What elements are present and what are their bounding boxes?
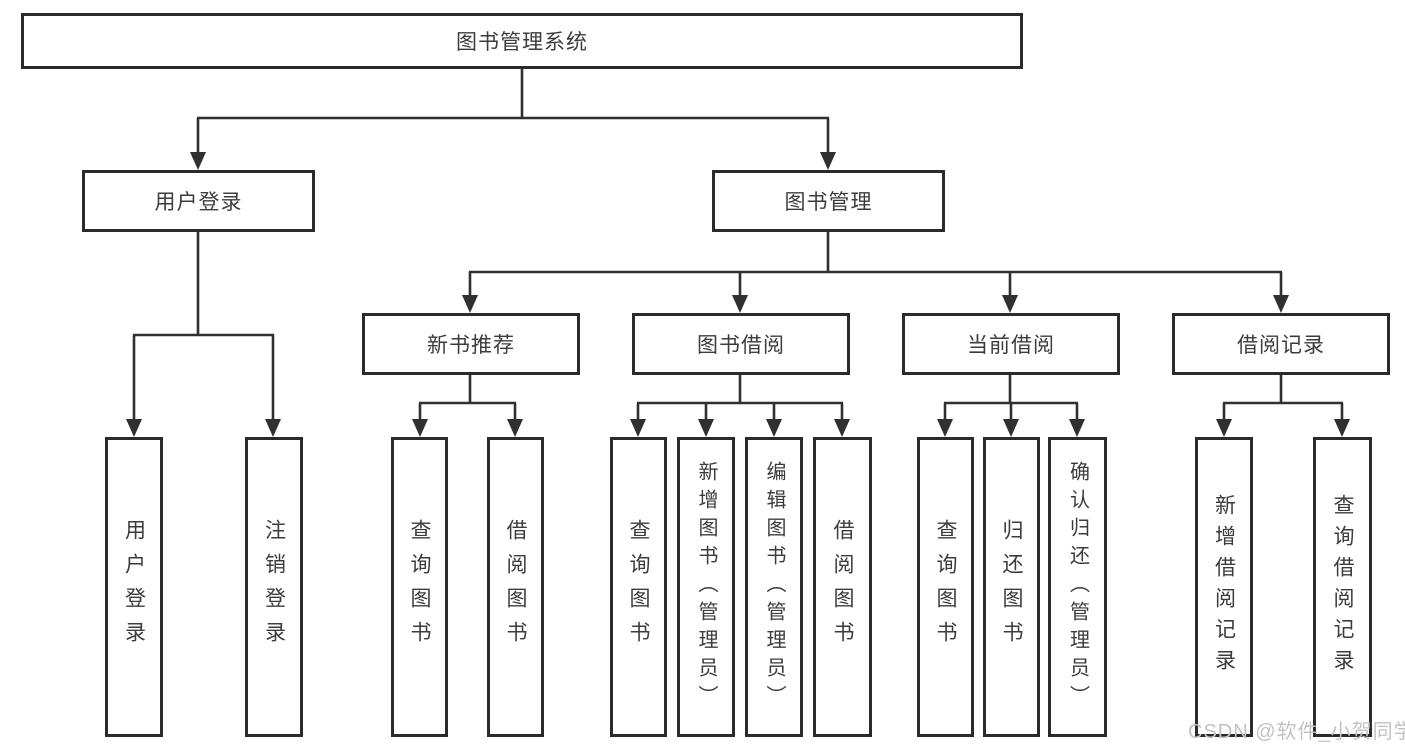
node-leaf-query-borrow-record: 查询借阅记录 <box>1313 437 1372 737</box>
leaf-label: 新增图书（管理员） <box>695 461 717 713</box>
node-leaf-confirm-return-admin: 确认归还（管理员） <box>1048 437 1107 737</box>
node-current-borrow: 当前借阅 <box>902 313 1120 375</box>
node-leaf-edit-books-admin: 编辑图书（管理员） <box>745 437 803 737</box>
leaf-label: 查询图书 <box>408 519 431 655</box>
leaf-label: 借阅图书 <box>504 519 527 655</box>
node-user-login: 用户登录 <box>82 170 315 232</box>
node-leaf-query-books-current: 查询图书 <box>917 437 974 737</box>
csdn-watermark: CSDN @软件_小贺同学 <box>1188 721 1405 743</box>
node-book-management: 图书管理 <box>712 170 945 232</box>
leaf-label: 借阅图书 <box>831 519 854 655</box>
node-root-library-management-system: 图书管理系统 <box>21 13 1023 69</box>
leaf-label: 归还图书 <box>1000 519 1023 655</box>
node-leaf-return-books: 归还图书 <box>983 437 1040 737</box>
leaf-label: 查询图书 <box>627 519 650 655</box>
node-leaf-query-books-borrow: 查询图书 <box>610 437 667 737</box>
leaf-label: 用户登录 <box>122 519 146 655</box>
node-leaf-borrow-books-recommend: 借阅图书 <box>487 437 544 737</box>
leaf-label: 查询图书 <box>934 519 957 655</box>
leaf-label: 新增借阅记录 <box>1212 494 1236 680</box>
node-leaf-logout: 注销登录 <box>245 437 303 737</box>
node-borrow-records: 借阅记录 <box>1172 313 1390 375</box>
node-leaf-add-books-admin: 新增图书（管理员） <box>677 437 735 737</box>
leaf-label: 确认归还（管理员） <box>1066 461 1089 713</box>
node-leaf-query-books-recommend: 查询图书 <box>391 437 448 737</box>
node-new-book-recommend: 新书推荐 <box>362 313 580 375</box>
leaf-label: 注销登录 <box>262 519 286 655</box>
node-leaf-user-login: 用户登录 <box>105 437 163 737</box>
leaf-label: 查询借阅记录 <box>1331 494 1354 680</box>
leaf-label: 编辑图书（管理员） <box>763 461 785 713</box>
node-book-borrow: 图书借阅 <box>632 313 850 375</box>
node-leaf-borrow-books: 借阅图书 <box>813 437 872 737</box>
node-leaf-add-borrow-record: 新增借阅记录 <box>1195 437 1253 737</box>
